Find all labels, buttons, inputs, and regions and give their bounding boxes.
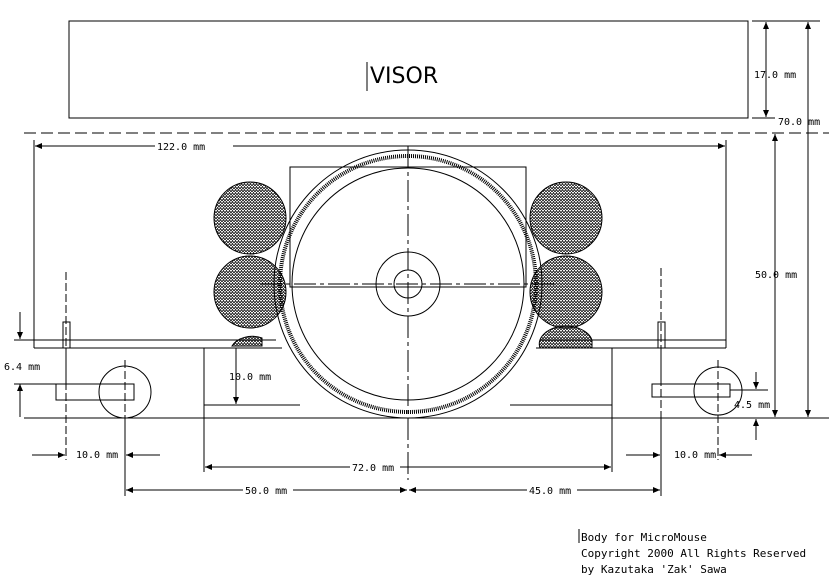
battery-group-left <box>213 181 287 347</box>
visor-label: VISOR <box>370 64 438 89</box>
dim-base-width: 72.0 mm <box>352 463 394 474</box>
battery-cell-partial <box>231 335 263 347</box>
dim-caster-height: 4.5 mm <box>734 400 770 411</box>
dim-overall-height: 70.0 mm <box>778 117 820 128</box>
dim-base-width-bg <box>350 462 400 472</box>
battery-cell <box>213 181 287 255</box>
caster-mount <box>55 383 135 401</box>
dim-left-caster-width: 10.0 mm <box>76 450 118 461</box>
note-title: Body for MicroMouse <box>581 531 707 544</box>
battery-cell <box>213 255 287 329</box>
dim-center-drop: 10.0 mm <box>229 372 271 383</box>
battery-cell <box>529 181 603 255</box>
dim-body-width-bg <box>155 141 233 151</box>
dim-body-width: 122.0 mm <box>157 142 205 153</box>
note-copyright: Copyright 2000 All Rights Reserved <box>581 547 806 560</box>
dim-left-span-bg <box>243 485 293 495</box>
dim-right-caster-width: 10.0 mm <box>674 450 716 461</box>
dim-body-height: 50.0 mm <box>755 270 797 281</box>
dim-visor-height: 17.0 mm <box>754 70 796 81</box>
dim-plate-offset: 6.4 mm <box>4 362 40 373</box>
note-author: by Kazutaka 'Zak' Sawa <box>581 563 727 576</box>
battery-group-right <box>529 181 603 349</box>
left-caster <box>55 272 152 460</box>
battery-cell-partial <box>538 325 593 349</box>
visor-box <box>68 20 749 119</box>
dim-right-span: 45.0 mm <box>529 486 571 497</box>
main-wheel <box>260 146 556 480</box>
dim-left-span: 50.0 mm <box>245 486 287 497</box>
dim-right-span-bg <box>527 485 577 495</box>
right-caster <box>651 268 743 460</box>
